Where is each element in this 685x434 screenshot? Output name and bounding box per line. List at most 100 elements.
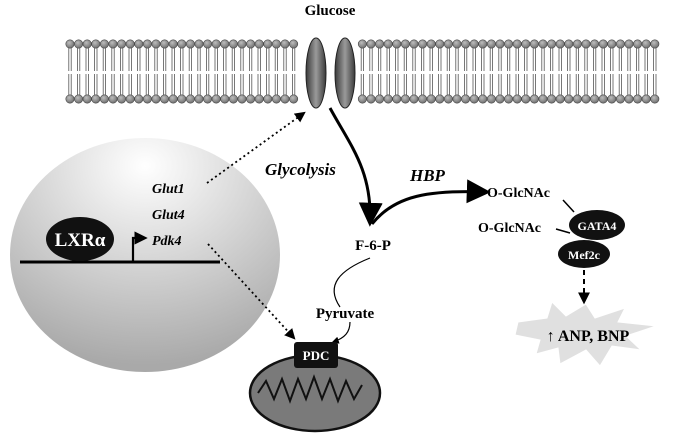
mef2c-label: Mef2c (568, 248, 601, 262)
lipid-head (478, 94, 488, 104)
lipid-head (211, 94, 221, 104)
lipid-head (650, 39, 660, 49)
lipid-head (461, 39, 471, 49)
anp-bnp-label: ↑ ANP, BNP (547, 328, 630, 345)
lipid-head (469, 39, 479, 49)
lipid-head (469, 94, 479, 104)
lipid-head (383, 94, 393, 104)
lipid-head (400, 39, 410, 49)
lipid-head (194, 94, 204, 104)
lxr-node (46, 217, 114, 261)
lipid-head (555, 94, 565, 104)
lipid-head (160, 39, 170, 49)
lipid-head (624, 94, 634, 104)
lipid-head (280, 39, 290, 49)
lipid-head (478, 39, 488, 49)
lipid-head (633, 39, 643, 49)
lipid-head (220, 94, 230, 104)
lipid-head (254, 39, 264, 49)
lipid-head (615, 39, 625, 49)
glucose-label: Glucose (305, 3, 356, 19)
lipid-head (151, 94, 161, 104)
lipid-head (108, 39, 118, 49)
lipid-head (220, 39, 230, 49)
lipid-head (486, 39, 496, 49)
lipid-head (521, 94, 531, 104)
pyruvate-pdc-arrow (331, 321, 351, 344)
lipid-head (211, 39, 221, 49)
lipid-head (650, 94, 660, 104)
lipid-head (452, 39, 462, 49)
lipid-head (263, 94, 273, 104)
lipid-head (538, 39, 548, 49)
lipid-head (228, 39, 238, 49)
lipid-head (289, 94, 299, 104)
mitochondrion (248, 353, 382, 433)
lipid-head (529, 94, 539, 104)
f6p-label: F-6-P (355, 238, 391, 254)
f6p-pyruvate-line (333, 257, 371, 308)
lipid-head (461, 94, 471, 104)
lipid-head (185, 39, 195, 49)
lipid-head (435, 94, 445, 104)
lipid-head (547, 39, 557, 49)
lipid-head (125, 39, 135, 49)
lipid-head (91, 94, 101, 104)
lipid-head (452, 94, 462, 104)
anp-bnp-starburst (514, 301, 657, 367)
lipid-head (392, 39, 402, 49)
lipid-head (246, 94, 256, 104)
lipid-head (495, 94, 505, 104)
lipid-head (168, 39, 178, 49)
promoter-arrow (131, 231, 148, 262)
o-glcnac-label-2: O-GlcNAc (478, 221, 541, 236)
lipid-head (564, 94, 574, 104)
lipid-head (246, 39, 256, 49)
pdc-label: PDC (303, 348, 330, 363)
lipid-head (504, 39, 514, 49)
lipid-head (538, 94, 548, 104)
lipid-head (607, 39, 617, 49)
gene-glut4: Glut4 (152, 208, 185, 223)
lipid-head (117, 94, 127, 104)
lipid-head (495, 39, 505, 49)
lipid-head (641, 39, 651, 49)
lipid-head (168, 94, 178, 104)
lipid-head (418, 39, 428, 49)
lipid-head (117, 39, 127, 49)
lipid-head (504, 94, 514, 104)
lipid-head (151, 39, 161, 49)
lipid-head (99, 94, 109, 104)
lipid-head (203, 94, 213, 104)
lipid-head (271, 94, 281, 104)
lipid-head (237, 39, 247, 49)
lipid-head (590, 39, 600, 49)
lipid-head (443, 39, 453, 49)
lipid-head (65, 39, 75, 49)
lipid-head (280, 94, 290, 104)
lipid-head (564, 39, 574, 49)
lipid-head (392, 94, 402, 104)
pyruvate-label: Pyruvate (316, 306, 375, 322)
lipid-head (82, 94, 92, 104)
lipid-head (366, 39, 376, 49)
cell-membrane (65, 39, 660, 104)
lipid-head (125, 94, 135, 104)
lipid-head (357, 39, 367, 49)
hbp-arrow (370, 179, 491, 225)
mef2c-node (558, 240, 610, 268)
lipid-head (547, 94, 557, 104)
lipid-head (529, 39, 539, 49)
hbp-label: HBP (409, 166, 446, 185)
gata4-label: GATA4 (578, 219, 617, 233)
lipid-head (572, 39, 582, 49)
glcnac-link-1 (562, 199, 575, 213)
lipid-head (74, 39, 84, 49)
lipid-head (607, 94, 617, 104)
lipid-head (82, 39, 92, 49)
lipid-head (99, 39, 109, 49)
lxr-label: LXRα (55, 230, 106, 251)
lipid-head (375, 39, 385, 49)
